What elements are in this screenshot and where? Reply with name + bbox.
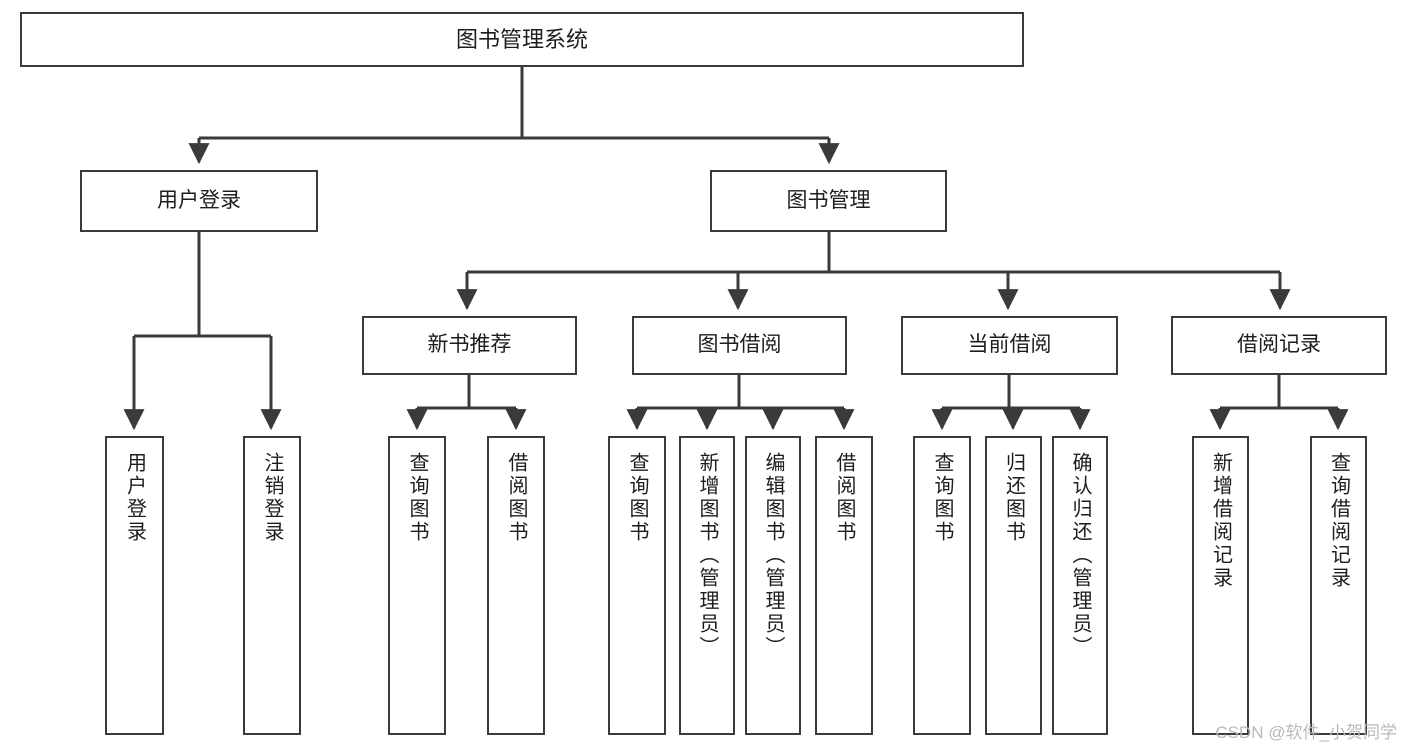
node-leaf-user-login-label: 用户登录	[123, 452, 146, 544]
node-leaf-confirm-return[interactable]: 确认归还（管理员）	[1052, 436, 1108, 735]
node-leaf-query-book-2-label: 查询图书	[626, 452, 648, 544]
node-book-manage[interactable]: 图书管理	[710, 170, 947, 232]
node-leaf-add-book[interactable]: 新增图书（管理员）	[679, 436, 735, 735]
node-leaf-edit-book[interactable]: 编辑图书（管理员）	[745, 436, 801, 735]
edges-bookmanage-to-level2	[456, 232, 1291, 311]
edges-borrowrecord-to-leaves	[1209, 375, 1349, 431]
edges-bookborrow-to-leaves	[626, 375, 855, 431]
node-leaf-user-login[interactable]: 用户登录	[105, 436, 164, 735]
node-new-book-rec-label: 新书推荐	[427, 333, 512, 357]
node-borrow-record[interactable]: 借阅记录	[1171, 316, 1387, 375]
node-leaf-borrow-book-1-label: 借阅图书	[505, 452, 527, 544]
node-leaf-borrow-book-2-label: 借阅图书	[833, 452, 855, 544]
node-book-borrow[interactable]: 图书借阅	[632, 316, 847, 375]
node-leaf-return-book-label: 归还图书	[1002, 452, 1025, 544]
edges-currentborrow-to-leaves	[931, 375, 1091, 431]
node-root[interactable]: 图书管理系统	[20, 12, 1024, 67]
node-leaf-add-record[interactable]: 新增借阅记录	[1192, 436, 1249, 735]
edges-newbook-to-leaves	[406, 375, 527, 431]
node-user-login[interactable]: 用户登录	[80, 170, 318, 232]
node-new-book-rec[interactable]: 新书推荐	[362, 316, 577, 375]
node-leaf-edit-book-label: 编辑图书（管理员）	[762, 452, 784, 659]
node-leaf-return-book[interactable]: 归还图书	[985, 436, 1042, 735]
node-leaf-query-book-3[interactable]: 查询图书	[913, 436, 971, 735]
node-leaf-confirm-return-label: 确认归还（管理员）	[1069, 452, 1091, 659]
node-leaf-borrow-book-1[interactable]: 借阅图书	[487, 436, 545, 735]
node-leaf-query-book-1-label: 查询图书	[406, 452, 428, 544]
edges-userlogin-to-leaves	[123, 232, 282, 431]
edges-root-to-level1	[188, 67, 840, 165]
node-leaf-add-book-label: 新增图书（管理员）	[696, 452, 718, 659]
node-leaf-query-book-1[interactable]: 查询图书	[388, 436, 446, 735]
node-leaf-query-record[interactable]: 查询借阅记录	[1310, 436, 1367, 735]
watermark: CSDN @软件_小贺同学	[1215, 723, 1397, 742]
node-leaf-logout[interactable]: 注销登录	[243, 436, 301, 735]
node-current-borrow[interactable]: 当前借阅	[901, 316, 1118, 375]
node-leaf-query-book-3-label: 查询图书	[931, 452, 953, 544]
node-current-borrow-label: 当前借阅	[967, 333, 1052, 357]
node-root-label: 图书管理系统	[455, 26, 588, 52]
node-leaf-add-record-label: 新增借阅记录	[1209, 452, 1232, 590]
node-leaf-borrow-book-2[interactable]: 借阅图书	[815, 436, 873, 735]
node-user-login-label: 用户登录	[157, 188, 241, 212]
node-borrow-record-label: 借阅记录	[1237, 333, 1321, 357]
node-book-borrow-label: 图书借阅	[697, 333, 782, 357]
node-leaf-query-record-label: 查询借阅记录	[1327, 452, 1350, 590]
node-leaf-query-book-2[interactable]: 查询图书	[608, 436, 666, 735]
node-leaf-logout-label: 注销登录	[261, 452, 283, 544]
node-book-manage-label: 图书管理	[786, 188, 871, 212]
